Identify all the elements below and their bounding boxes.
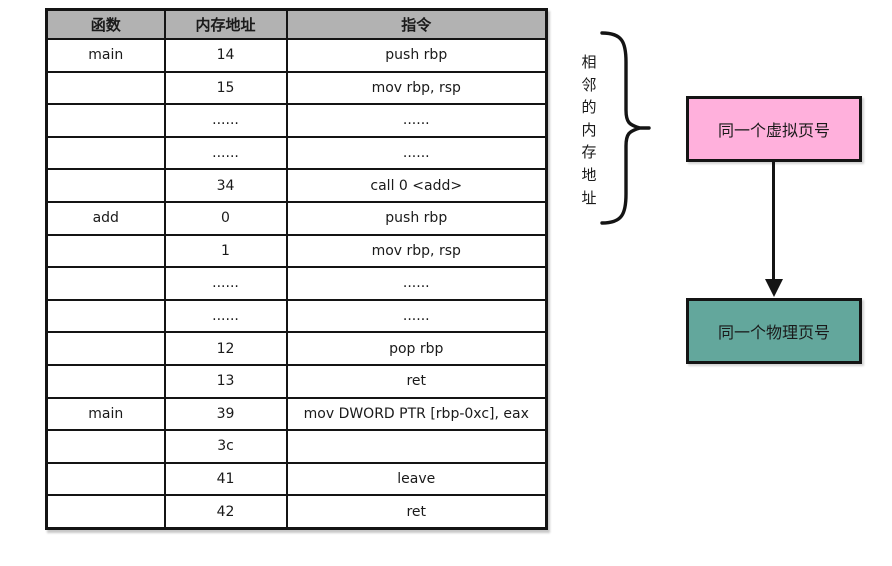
cell-address: 3c — [163, 429, 288, 464]
cell-function: main — [45, 38, 166, 73]
cell-address: ...... — [163, 266, 288, 301]
table-row: ............ — [45, 266, 548, 301]
cell-function — [45, 461, 166, 497]
cell-instruction: ...... — [285, 266, 548, 301]
cell-function — [45, 363, 166, 399]
cell-function: add — [45, 200, 166, 236]
cell-address: 41 — [163, 461, 288, 497]
cell-instruction: leave — [285, 461, 548, 497]
cell-address: 39 — [163, 396, 288, 432]
cell-address: 34 — [163, 168, 288, 203]
cell-instruction — [285, 429, 548, 464]
cell-instruction: push rbp — [285, 200, 548, 236]
virtual-page-box: 同一个虚拟页号 — [686, 96, 862, 162]
table-header: 函数 内存地址 指令 — [45, 8, 548, 40]
cell-instruction: mov rbp, rsp — [285, 70, 548, 106]
cell-instruction: ret — [285, 363, 548, 399]
cell-instruction: call 0 <add> — [285, 168, 548, 203]
cell-instruction: ret — [285, 494, 548, 530]
cell-function — [45, 266, 166, 301]
cell-instruction: push rbp — [285, 38, 548, 73]
adjacent-address-label: 相邻的内存地址 — [581, 53, 597, 207]
cell-function — [45, 168, 166, 203]
header-address: 内存地址 — [163, 8, 288, 40]
cell-address: 15 — [163, 70, 288, 106]
cell-address: 1 — [163, 233, 288, 269]
cell-address: 42 — [163, 494, 288, 530]
cell-instruction: ...... — [285, 298, 548, 334]
cell-function — [45, 298, 166, 334]
cell-instruction: mov rbp, rsp — [285, 233, 548, 269]
table-row: ............ — [45, 103, 548, 138]
cell-address: 13 — [163, 363, 288, 399]
cell-instruction: ...... — [285, 103, 548, 138]
mapping-arrow-stem — [772, 162, 775, 280]
cell-address: 12 — [163, 331, 288, 366]
cell-function: main — [45, 396, 166, 432]
cell-function — [45, 70, 166, 106]
cell-function — [45, 103, 166, 138]
cell-address: ...... — [163, 135, 288, 171]
cell-function — [45, 494, 166, 530]
cell-instruction: ...... — [285, 135, 548, 171]
cell-instruction: pop rbp — [285, 331, 548, 366]
table-row: 3c — [45, 429, 548, 464]
header-function: 函数 — [45, 8, 166, 40]
cell-function — [45, 331, 166, 366]
cell-instruction: mov DWORD PTR [rbp-0xc], eax — [285, 396, 548, 432]
virtual-page-label: 同一个虚拟页号 — [717, 121, 830, 140]
header-row: 函数 内存地址 指令 — [45, 8, 548, 40]
mapping-arrow-head-icon — [765, 279, 783, 297]
cell-function — [45, 429, 166, 464]
cell-address: ...... — [163, 103, 288, 138]
physical-page-box: 同一个物理页号 — [686, 298, 862, 364]
curly-brace — [600, 31, 651, 225]
cell-address: 0 — [163, 200, 288, 236]
table-row: ............ — [45, 298, 548, 334]
cell-function — [45, 135, 166, 171]
cell-function — [45, 233, 166, 269]
cell-address: 14 — [163, 38, 288, 73]
header-instruction: 指令 — [285, 8, 548, 40]
table-row: ............ — [45, 135, 548, 171]
cell-address: ...... — [163, 298, 288, 334]
physical-page-label: 同一个物理页号 — [717, 323, 830, 342]
